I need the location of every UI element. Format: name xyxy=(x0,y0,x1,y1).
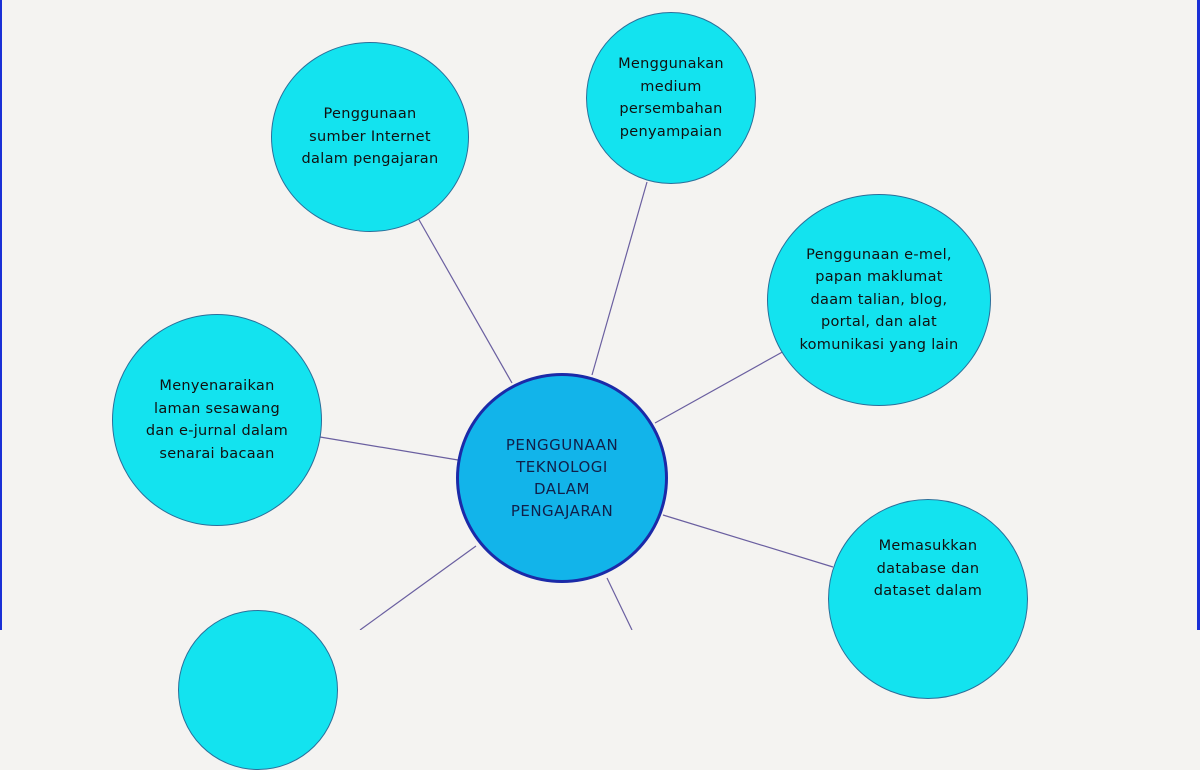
node-laman-label: Menyenaraikan laman sesawang dan e-jurna… xyxy=(145,378,289,462)
node-medium: Menggunakan medium persembahan penyampai… xyxy=(586,12,756,184)
node-medium-label: Menggunakan medium persembahan penyampai… xyxy=(618,56,724,140)
node-emel-label: Penggunaan e-mel, papan maklumat daam ta… xyxy=(799,246,959,353)
connector-bottom xyxy=(606,577,633,630)
center-node-label: PENGGUNAAN TEKNOLOGI DALAM PENGAJARAN xyxy=(505,436,619,520)
connector-bottom-left xyxy=(359,545,477,630)
frame-border-left xyxy=(0,0,2,630)
node-internet: Penggunaan sumber Internet dalam pengaja… xyxy=(271,42,469,232)
node-partial-bottom-left xyxy=(178,610,338,770)
node-emel: Penggunaan e-mel, papan maklumat daam ta… xyxy=(767,194,991,406)
connector-database xyxy=(662,514,834,568)
frame-border-right xyxy=(1197,0,1200,630)
center-node: PENGGUNAAN TEKNOLOGI DALAM PENGAJARAN xyxy=(456,373,668,583)
node-database: Memasukkan database dan dataset dalam xyxy=(828,499,1028,699)
connector-laman xyxy=(319,436,459,461)
connector-internet xyxy=(417,217,513,384)
node-laman: Menyenaraikan laman sesawang dan e-jurna… xyxy=(112,314,322,526)
connector-medium xyxy=(591,181,648,376)
node-internet-label: Penggunaan sumber Internet dalam pengaja… xyxy=(301,106,439,168)
connector-emel xyxy=(654,349,787,424)
node-database-label: Memasukkan database dan dataset dalam xyxy=(873,538,983,600)
connector-lines xyxy=(319,181,834,630)
